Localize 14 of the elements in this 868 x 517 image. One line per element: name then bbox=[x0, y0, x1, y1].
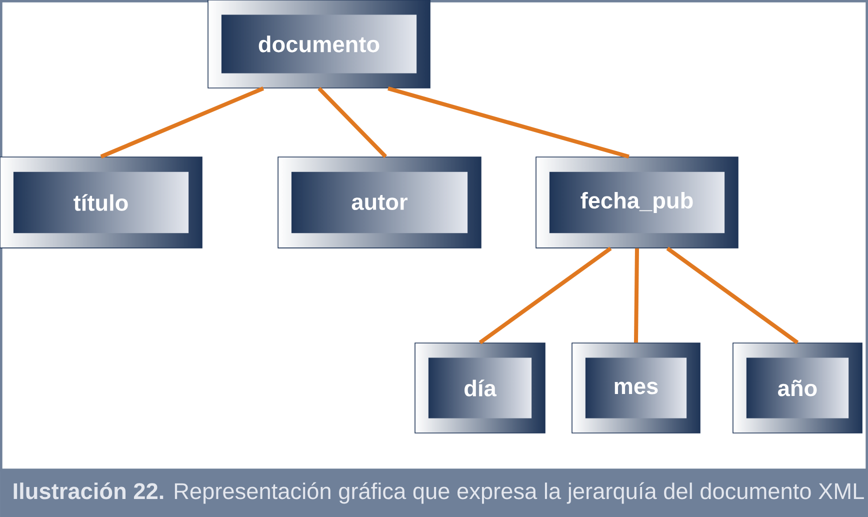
element-box: día bbox=[414, 342, 546, 434]
element-box: autor bbox=[278, 156, 482, 248]
caption: Ilustración 22. Representación gráfica que expresa la jerarquía del documento XML bbox=[14, 482, 864, 504]
connector-line bbox=[388, 86, 630, 159]
element-box: documento bbox=[208, 0, 430, 88]
element-box: fecha_pub bbox=[536, 156, 738, 248]
connector-line bbox=[634, 248, 639, 343]
connector-line bbox=[100, 86, 264, 158]
element-box: título bbox=[0, 156, 202, 248]
element-box: año bbox=[732, 342, 862, 434]
connector-line bbox=[666, 246, 799, 344]
element-box: mes bbox=[572, 342, 700, 434]
connector-line bbox=[478, 246, 612, 344]
connector-line bbox=[318, 87, 388, 158]
